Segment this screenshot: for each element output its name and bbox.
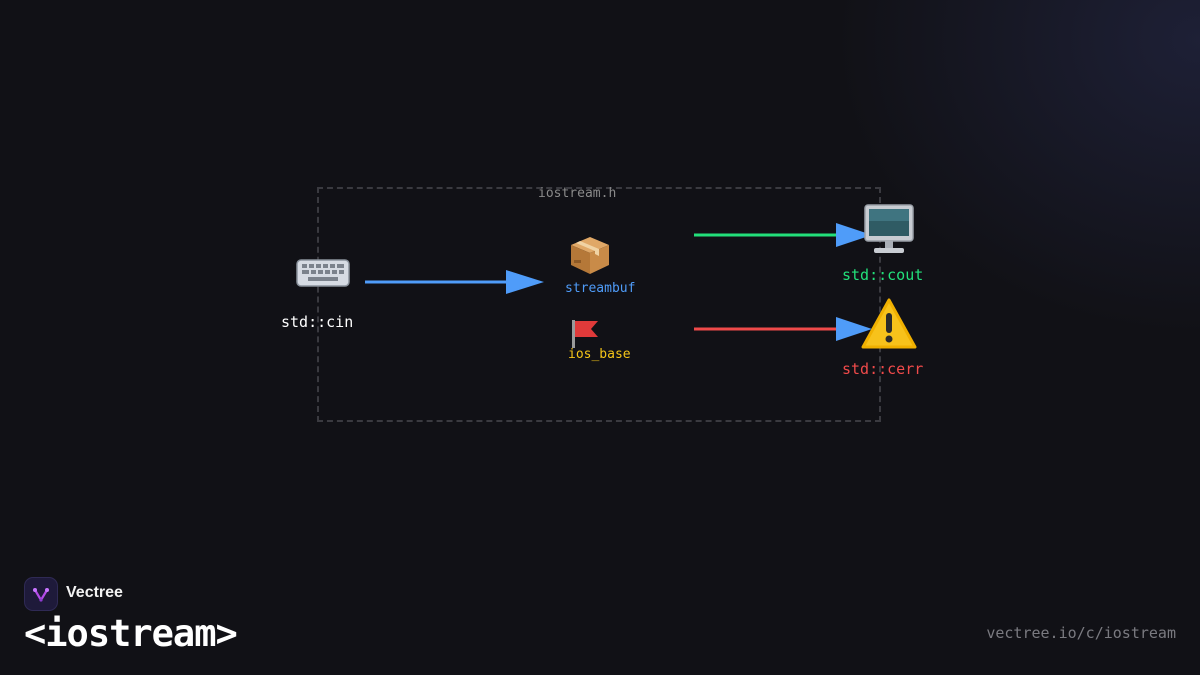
iostream-module-boundary <box>317 187 881 422</box>
edge-ios-base-to-cerr <box>694 317 872 341</box>
brand-name: Vectree <box>66 584 123 601</box>
warning-icon <box>860 297 918 351</box>
edge-streambuf-to-cout <box>694 223 872 247</box>
source-url-link[interactable]: vectree.io/c/iostream <box>986 624 1176 642</box>
edge-cin-to-streambuf <box>365 270 544 294</box>
ios-base-label: ios_base <box>568 347 631 362</box>
streambuf-label: streambuf <box>565 281 636 296</box>
vectree-logo-icon <box>24 577 58 611</box>
module-label: iostream.h <box>538 186 617 201</box>
cerr-label: std::cerr <box>842 360 924 378</box>
red-flag-icon <box>568 317 602 349</box>
cout-label: std::cout <box>842 266 924 284</box>
package-icon <box>568 234 612 276</box>
monitor-icon <box>862 202 916 256</box>
page-title: <iostream> <box>24 612 238 655</box>
cin-label: std::cin <box>281 313 354 331</box>
keyboard-icon <box>294 254 352 290</box>
